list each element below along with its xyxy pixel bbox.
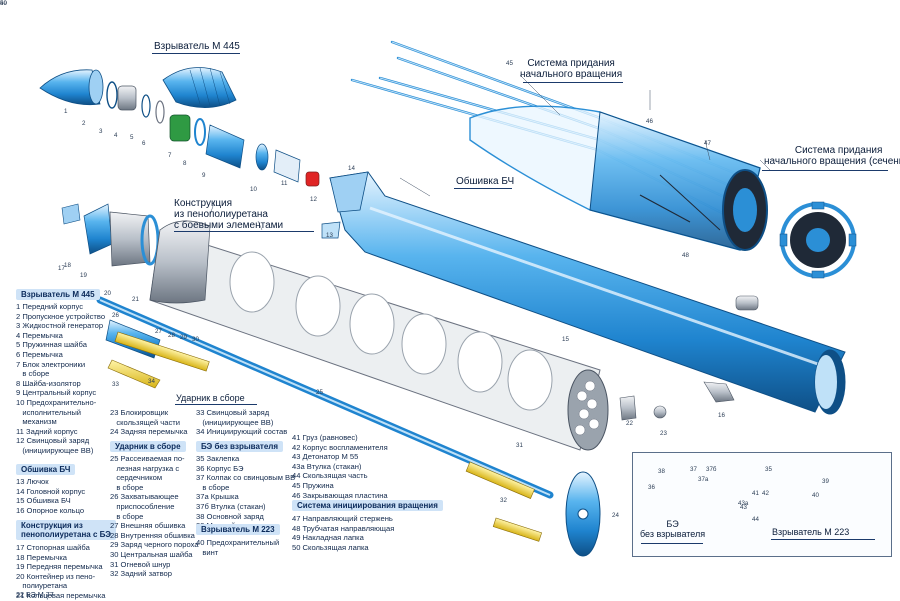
part-number: 15 bbox=[562, 336, 569, 343]
inset-be-underline bbox=[641, 543, 703, 544]
inset-fuze223-label: Взрыватель М 223 bbox=[772, 527, 850, 537]
legend-foam-header: Конструкция из пенополиуретана с БЭ bbox=[16, 520, 116, 540]
part-number: 29 bbox=[180, 334, 187, 341]
callout-rotation-system-underline bbox=[523, 82, 623, 83]
part-number: 43а bbox=[738, 500, 749, 507]
part-number: 18 bbox=[64, 262, 71, 269]
part-number: 39 bbox=[822, 478, 829, 485]
rotation-system bbox=[350, 40, 768, 251]
part-number: 8 bbox=[183, 160, 187, 167]
callout-rotation-system: Система придания начального вращения bbox=[520, 58, 623, 80]
warhead-skin bbox=[321, 171, 846, 415]
part-number: 42 bbox=[762, 490, 769, 497]
inset-box bbox=[632, 452, 892, 557]
legend-be-header: БЭ без взрывателя bbox=[196, 441, 284, 452]
callout-foam: Конструкция из пенополиуретана с боевыми… bbox=[174, 198, 284, 231]
part-number: 2 bbox=[82, 120, 86, 127]
callout-fuze445: Взрыватель М 445 bbox=[154, 41, 240, 52]
part-number: 13 bbox=[326, 232, 333, 239]
callout-rotation-section-underline bbox=[762, 170, 888, 171]
part-number: 23 bbox=[660, 430, 667, 437]
inset-fuze223-underline bbox=[771, 539, 875, 540]
callout-striker: Ударник в сборе bbox=[176, 393, 245, 403]
part-number: 25 bbox=[316, 389, 323, 396]
part-number: 20 bbox=[104, 290, 111, 297]
foam-container bbox=[61, 203, 667, 451]
part-number: 50 bbox=[0, 0, 7, 7]
part-number: 26 bbox=[112, 312, 119, 319]
legend-rotation-header: Система инициирования вращения bbox=[292, 500, 443, 511]
part-number: 3 bbox=[99, 128, 103, 135]
legend-striker-list: 25 Рассеиваемая по- лезная нагрузка с се… bbox=[110, 454, 199, 579]
part-number: 9 bbox=[202, 172, 206, 179]
part-number: 37а bbox=[698, 476, 709, 483]
part-number: 30 bbox=[192, 336, 199, 343]
leader-lines bbox=[209, 74, 771, 231]
legend-fuze223-list: 40 Предохранительный винт bbox=[196, 538, 280, 557]
part-number: 12 bbox=[310, 196, 317, 203]
part-number: 37б bbox=[706, 466, 717, 473]
legend-col3-top: 33 Свинцовый заряд (инициирующее ВВ)34 И… bbox=[196, 408, 288, 437]
legend-skin-header: Обшивка БЧ bbox=[16, 464, 76, 475]
part-number: 5 bbox=[130, 134, 134, 141]
callout-warhead-skin: Обшивка БЧ bbox=[456, 176, 515, 187]
part-number: 45 bbox=[506, 60, 513, 67]
part-number: 36 bbox=[648, 484, 655, 491]
part-number: 46 bbox=[646, 118, 653, 125]
callout-warhead-skin-underline bbox=[454, 188, 512, 189]
part-number: 43 bbox=[740, 504, 747, 511]
part-number: 34 bbox=[148, 378, 155, 385]
callout-striker-underline bbox=[175, 404, 257, 405]
part-number: 10 bbox=[250, 186, 257, 193]
legend-col4-top: 41 Груз (равновес)42 Корпус воспламените… bbox=[292, 433, 388, 500]
rotation-section bbox=[779, 201, 857, 279]
legend-foam-last: 22 БЭ М 77 bbox=[16, 590, 54, 599]
part-number: 4 bbox=[114, 132, 118, 139]
part-number: 32 bbox=[500, 497, 507, 504]
inset-be-label: БЭ без взрывателя bbox=[640, 519, 706, 539]
callout-rotation-section: Система придания начального вращения (се… bbox=[764, 145, 900, 167]
part-number: 49 bbox=[0, 0, 7, 7]
part-number: 21 bbox=[132, 296, 139, 303]
part-number: 28 bbox=[168, 332, 175, 339]
part-number: 17 bbox=[58, 265, 65, 272]
part-number: 11 bbox=[281, 180, 288, 187]
part-number: 31 bbox=[516, 442, 523, 449]
part-number: 48 bbox=[682, 252, 689, 259]
part-number: 7 bbox=[168, 152, 172, 159]
part-number: 44 bbox=[752, 516, 759, 523]
part-number: 35 bbox=[765, 466, 772, 473]
part-number: 38 bbox=[658, 468, 665, 475]
part-number: 16 bbox=[718, 412, 725, 419]
part-number: 40 bbox=[812, 492, 819, 499]
part-number: 37 bbox=[690, 466, 697, 473]
legend-fuze445-header: Взрыватель М 445 bbox=[16, 289, 100, 300]
part-number: 19 bbox=[80, 272, 87, 279]
part-number: 33 bbox=[112, 381, 119, 388]
part-number: 41 bbox=[752, 490, 759, 497]
part-number: 1 bbox=[64, 108, 68, 115]
callout-foam-underline bbox=[174, 231, 314, 232]
legend-fuze223-header: Взрыватель М 223 bbox=[196, 524, 280, 535]
callout-fuze445-underline bbox=[152, 53, 240, 54]
part-number: 6 bbox=[142, 140, 146, 147]
fuze-m445-parts bbox=[39, 67, 320, 187]
part-number: 14 bbox=[348, 165, 355, 172]
part-number: 47 bbox=[704, 140, 711, 147]
striker-assembly bbox=[96, 296, 601, 557]
legend-striker-header: Ударник в сборе bbox=[110, 441, 186, 452]
part-number: 27 bbox=[155, 328, 162, 335]
part-number: 24 bbox=[612, 512, 619, 519]
part-number: 22 bbox=[626, 420, 633, 427]
